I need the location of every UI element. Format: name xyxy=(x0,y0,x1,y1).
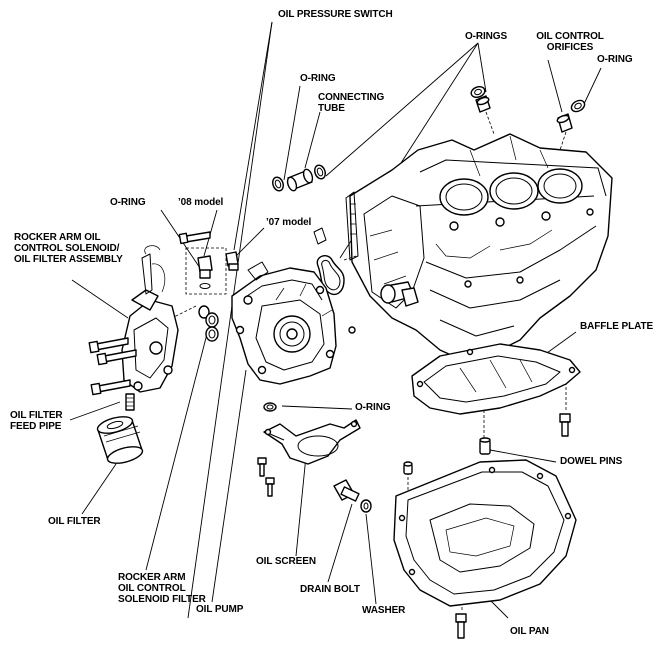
oil-screen xyxy=(263,402,361,465)
dowel-pin xyxy=(403,437,491,475)
label-rocker-arm-assembly: ROCKER ARM OIL CONTROL SOLENOID/ OIL FIL… xyxy=(14,232,123,265)
label-dowel-pins: DOWEL PINS xyxy=(560,456,623,467)
label-o-rings-top: O-RINGS xyxy=(464,31,508,42)
solenoid-filter-rings xyxy=(198,305,219,342)
engine-block xyxy=(345,133,613,361)
mounting-bolts xyxy=(88,231,211,396)
leader-lines xyxy=(69,21,602,619)
connecting-tube-parts xyxy=(272,164,326,192)
label-o-ring-connecting: O-RING xyxy=(300,73,336,84)
oil-pump xyxy=(231,227,356,385)
label-oil-filter: OIL FILTER xyxy=(48,516,101,527)
label-07-model: ’07 model xyxy=(266,217,312,228)
drain-bolt-parts xyxy=(333,479,372,513)
label-oil-pump: OIL PUMP xyxy=(196,604,244,615)
solenoid-assembly xyxy=(121,245,179,393)
label-oil-control-orifices: OIL CONTROL ORIFICES xyxy=(536,31,604,53)
oil-filter xyxy=(96,393,144,464)
label-o-ring-top-right: O-RING xyxy=(597,54,633,65)
oil-control-orifices xyxy=(470,86,586,151)
baffle-plate xyxy=(411,343,581,437)
oil-pan xyxy=(393,459,577,639)
label-oil-pressure-switch: OIL PRESSURE SWITCH xyxy=(278,9,393,20)
label-oil-filter-feed-pipe: OIL FILTER FEED PIPE xyxy=(10,410,63,432)
label-washer: WASHER xyxy=(362,605,406,616)
label-o-ring-left: O-RING xyxy=(110,197,146,208)
label-baffle-plate: BAFFLE PLATE xyxy=(580,321,654,332)
screen-bolts xyxy=(257,457,275,497)
label-08-model: ’08 model xyxy=(178,197,224,208)
label-oil-screen: OIL SCREEN xyxy=(256,556,316,567)
label-drain-bolt: DRAIN BOLT xyxy=(300,584,360,595)
label-connecting-tube: CONNECTING TUBE xyxy=(318,92,385,114)
label-o-ring-screen: O-RING xyxy=(355,402,391,413)
oil-pressure-switches xyxy=(185,247,239,295)
label-solenoid-filter: ROCKER ARM OIL CONTROL SOLENOID FILTER xyxy=(118,572,206,605)
label-oil-pan: OIL PAN xyxy=(510,626,549,637)
